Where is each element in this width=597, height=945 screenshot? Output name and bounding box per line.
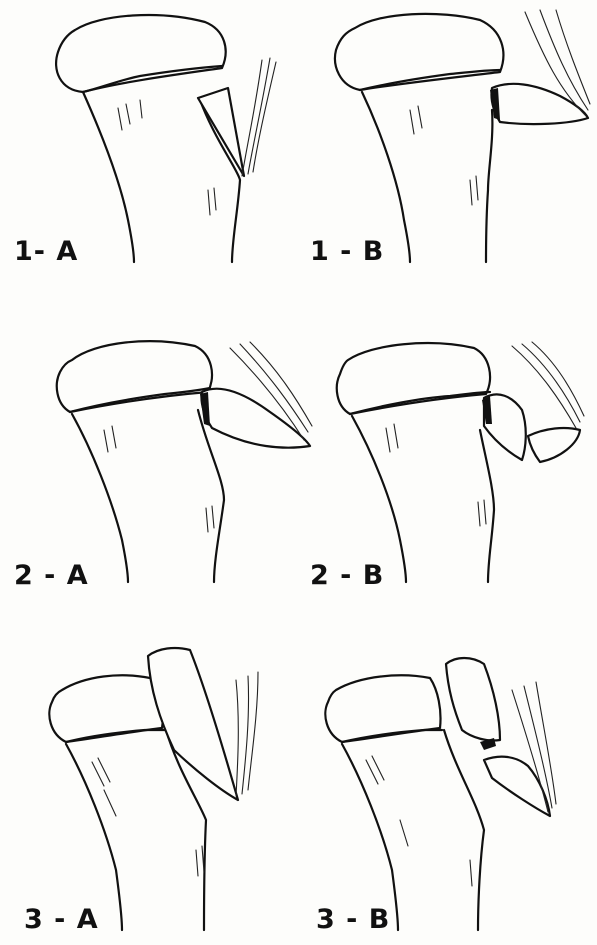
hatch-line	[126, 104, 130, 124]
hatch-line	[118, 108, 122, 130]
panel-label-1b: 1 - B	[310, 238, 384, 265]
panel-2b-drawing	[337, 342, 584, 582]
bone-shaft-right	[198, 410, 224, 582]
tendon-strand	[242, 676, 249, 794]
fracture-fragment-proximal	[446, 658, 500, 741]
bone-head-outline	[56, 15, 226, 92]
panel-label-2a: 2 - A	[14, 562, 89, 589]
bone-head-outline	[57, 341, 212, 412]
hatch-line	[206, 508, 208, 532]
panel-label-3a: 3 - A	[24, 906, 99, 933]
hatch-line	[478, 502, 480, 526]
avulsed-fragment	[491, 84, 588, 124]
tendon-strand	[248, 58, 270, 174]
fracture-fragment-distal	[484, 757, 550, 816]
hatch-line	[484, 500, 486, 524]
tendon-strand	[556, 10, 590, 104]
panel-1b-drawing	[335, 10, 590, 262]
bone-shaft-left	[72, 414, 128, 582]
panel-3a-drawing	[49, 648, 258, 930]
hatch-line	[104, 430, 108, 452]
hatch-line	[410, 110, 414, 134]
hatch-line	[400, 820, 408, 846]
tendon-strand	[522, 344, 580, 422]
bone-shaft-left	[83, 92, 134, 262]
bone-head-outline	[337, 343, 490, 414]
hatch-line	[476, 176, 478, 200]
hatch-line	[470, 180, 472, 205]
bone-shaft-right	[486, 110, 492, 262]
panel-label-3b: 3 - B	[316, 906, 390, 933]
tendon-strand	[236, 680, 238, 796]
hatch-line	[112, 426, 116, 448]
bone-shaft-left	[342, 744, 398, 930]
hatch-line	[104, 790, 116, 816]
hatch-line	[386, 428, 390, 452]
panel-1a-drawing	[56, 15, 276, 262]
bone-shaft-right	[480, 430, 494, 582]
panel-2a-drawing	[57, 341, 312, 582]
bone-shaft-left	[352, 416, 406, 582]
tendon-strand	[532, 342, 584, 416]
hatch-line	[418, 106, 422, 128]
tendon-strand	[248, 672, 258, 790]
hatch-line	[140, 100, 142, 118]
panel-label-1a: 1- A	[14, 238, 78, 265]
hatch-line	[196, 850, 198, 876]
hatch-line	[214, 188, 216, 210]
avulsed-fragment	[198, 88, 244, 176]
tendon-strand	[253, 62, 276, 172]
panel-3b-drawing	[325, 658, 556, 930]
bone-head-outline	[325, 675, 440, 742]
bone-shaft-right	[444, 730, 484, 930]
bone-shaft-left	[66, 744, 122, 930]
hatch-line	[394, 424, 398, 448]
bone-head-outline	[49, 675, 163, 742]
hatch-line	[208, 190, 210, 215]
avulsed-fragment	[201, 389, 310, 448]
hatch-line	[470, 860, 472, 886]
panel-label-2b: 2 - B	[310, 562, 384, 589]
fracture-fragment-distal	[528, 428, 580, 462]
hatch-line	[212, 506, 214, 528]
